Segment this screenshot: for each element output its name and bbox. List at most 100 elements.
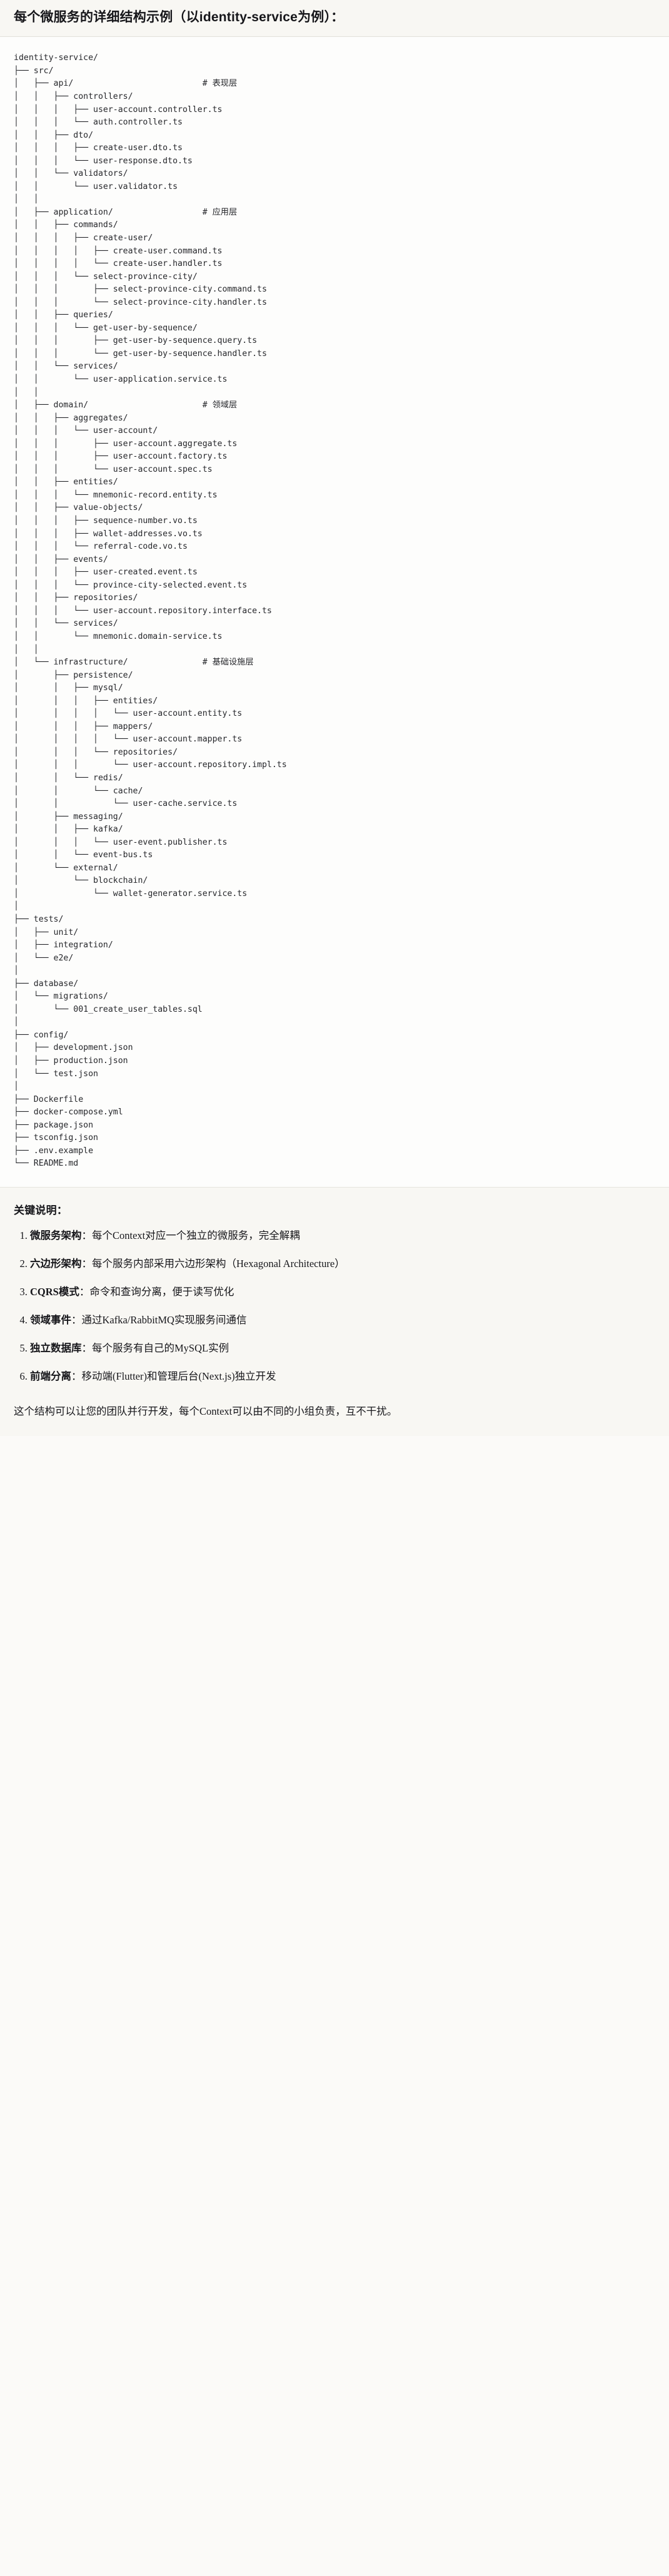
tree-row: │ │ │ ├── select-province-city.command.t…	[14, 285, 267, 295]
tree-row: │ │ └── user-cache.service.ts	[14, 799, 238, 809]
key-points-list: 微服务架构：每个Context对应一个独立的微服务，完全解耦六边形架构：每个服务…	[14, 1228, 655, 1384]
key-point-description: 每个Context对应一个独立的微服务，完全解耦	[92, 1229, 300, 1241]
tree-row: │ │ │ ├── create-user/	[14, 233, 153, 243]
tree-row: │ │ │ └── select-province-city/	[14, 272, 198, 282]
tree-row: │ │ │ ├── sequence-number.vo.ts	[14, 516, 198, 526]
tree-row: │ │ └── user-application.service.ts	[14, 375, 228, 385]
key-point-term: 独立数据库	[30, 1341, 82, 1354]
tree-row: │ │ ├── value-objects/	[14, 503, 143, 513]
tree-row: │ │	[14, 644, 39, 654]
tree-row: │ │ │ └── user-account/	[14, 426, 158, 436]
tree-row: │ │ └── user.validator.ts	[14, 181, 178, 191]
tree-row: │ │ │ ├── user-account.factory.ts	[14, 452, 228, 462]
tree-row: │ └── blockchain/	[14, 876, 148, 886]
tree-row: │ │ └── services/	[14, 362, 118, 372]
tree-row: │ │ │ └── get-user-by-sequence.handler.t…	[14, 349, 267, 359]
key-point-separator: ：	[81, 1229, 93, 1241]
tree-row: │ │ │ └── auth.controller.ts	[14, 118, 183, 128]
tree-row: ├── package.json	[14, 1120, 94, 1130]
tree-row: │ │ └── cache/	[14, 786, 143, 796]
tree-row: │ │ ├── commands/	[14, 220, 118, 230]
tree-row: │	[14, 1017, 19, 1027]
key-point-term: CQRS模式	[30, 1285, 79, 1298]
tree-row: │ │ │ └── get-user-by-sequence/	[14, 323, 198, 333]
tree-row: │ │ │ └── repositories/	[14, 747, 178, 757]
key-point-separator: ：	[79, 1285, 90, 1298]
tree-row: │ └── migrations/	[14, 992, 108, 1002]
tree-row: │ │ │ └── user-event.publisher.ts	[14, 837, 228, 847]
key-point-separator: ：	[81, 1257, 93, 1270]
tree-row: │ ├── production.json	[14, 1056, 128, 1066]
tree-row: │ └── test.json	[14, 1069, 98, 1079]
tree-row: │ │ │ ├── user-account.aggregate.ts	[14, 439, 238, 449]
tree-row: │ │ └── mnemonic.domain-service.ts	[14, 631, 223, 641]
directory-tree: identity-service/├── src/│ ├── api/ # 表现…	[14, 52, 655, 1171]
key-point-separator: ：	[71, 1370, 82, 1382]
key-points-title: 关键说明：	[14, 1204, 68, 1216]
tree-row: │ │	[14, 387, 39, 397]
tree-row: │ └── e2e/	[14, 953, 74, 963]
tree-row: │ ├── messaging/	[14, 812, 123, 822]
tree-layer-comment: # 领域层	[202, 400, 238, 410]
tree-row: │ ├── application/ # 应用层	[14, 207, 238, 217]
tree-row: │ ├── persistence/	[14, 670, 133, 680]
tree-layer-comment: # 基础设施层	[202, 658, 254, 668]
tree-row: │ │ │ └── referral-code.vo.ts	[14, 542, 188, 552]
tree-row: │ ├── api/ # 表现层	[14, 79, 238, 89]
tree-row: │ └── external/	[14, 863, 118, 873]
tree-row: │ │ │ ├── user-account.controller.ts	[14, 104, 223, 115]
tree-row: │ │ ├── queries/	[14, 310, 113, 320]
tree-row: │ │ │ └── mnemonic-record.entity.ts	[14, 490, 218, 500]
tree-row: ├── config/	[14, 1030, 69, 1040]
tree-row: │ │ ├── events/	[14, 554, 108, 564]
tree-row: │	[14, 902, 19, 912]
tree-row: │ │ ├── entities/	[14, 477, 118, 487]
key-point-term: 微服务架构	[30, 1229, 82, 1241]
key-point-description: 命令和查询分离，便于读写优化	[89, 1285, 234, 1298]
tree-row: ├── .env.example	[14, 1146, 94, 1156]
tree-row: │ │ │ │ ├── create-user.command.ts	[14, 246, 223, 256]
key-point-term: 前端分离	[30, 1370, 71, 1382]
tree-row: │ ├── development.json	[14, 1043, 133, 1053]
key-point-item: 前端分离：移动端(Flutter)和管理后台(Next.js)独立开发	[30, 1369, 655, 1384]
tree-row: │ │ │ ├── entities/	[14, 696, 158, 706]
tree-row: │ │ ├── mysql/	[14, 683, 123, 693]
tree-row: │ │ ├── dto/	[14, 130, 94, 140]
key-point-item: 微服务架构：每个Context对应一个独立的微服务，完全解耦	[30, 1228, 655, 1243]
tree-row: │ └── infrastructure/ # 基础设施层	[14, 658, 254, 668]
tree-row: │ │ │ ├── wallet-addresses.vo.ts	[14, 529, 203, 539]
tree-row: │	[14, 1082, 19, 1092]
tree-row: │ │ ├── controllers/	[14, 91, 133, 101]
key-point-item: 六边形架构：每个服务内部采用六边形架构（Hexagonal Architectu…	[30, 1256, 655, 1271]
document-header: 每个微服务的详细结构示例（以identity-service为例）：	[0, 0, 669, 38]
tree-row: │ │ │ ├── get-user-by-sequence.query.ts	[14, 336, 258, 346]
tree-row: │ │ ├── kafka/	[14, 825, 123, 835]
tree-row: │ │ │ └── user-response.dto.ts	[14, 156, 193, 166]
tree-row: │ │ │ │ └── create-user.handler.ts	[14, 259, 223, 269]
tree-row: ├── docker-compose.yml	[14, 1107, 123, 1117]
key-point-item: 独立数据库：每个服务有自己的MySQL实例	[30, 1341, 655, 1356]
tree-row: │ │ │ ├── user-created.event.ts	[14, 568, 198, 578]
tree-row: │ │	[14, 195, 39, 205]
tree-row: ├── Dockerfile	[14, 1094, 84, 1104]
key-point-description: 通过Kafka/RabbitMQ实现服务间通信	[81, 1313, 247, 1326]
tree-row: ├── tsconfig.json	[14, 1133, 98, 1143]
tree-row: ├── tests/	[14, 914, 64, 924]
tree-layer-comment: # 表现层	[202, 79, 238, 89]
tree-row: │ │ │ │ └── user-account.mapper.ts	[14, 735, 243, 745]
key-point-separator: ：	[81, 1341, 93, 1354]
key-point-term: 领域事件	[30, 1313, 71, 1326]
tree-row: │ │ │ └── select-province-city.handler.t…	[14, 297, 267, 307]
key-points-section: 关键说明： 微服务架构：每个Context对应一个独立的微服务，完全解耦六边形架…	[0, 1187, 669, 1401]
tree-row: │ │ └── services/	[14, 619, 118, 629]
tree-row: │ │ ├── repositories/	[14, 593, 138, 603]
tree-row: │ │ │ └── user-account.spec.ts	[14, 464, 213, 474]
tree-row: └── README.md	[14, 1159, 79, 1169]
key-point-item: CQRS模式：命令和查询分离，便于读写优化	[30, 1285, 655, 1300]
tree-row: │ ├── integration/	[14, 940, 113, 950]
tree-row: │ │ ├── aggregates/	[14, 413, 128, 423]
tree-row: │ │ └── redis/	[14, 773, 123, 783]
tree-row: │ │ │ └── province-city-selected.event.t…	[14, 580, 248, 590]
key-point-description: 每个服务有自己的MySQL实例	[92, 1341, 229, 1354]
